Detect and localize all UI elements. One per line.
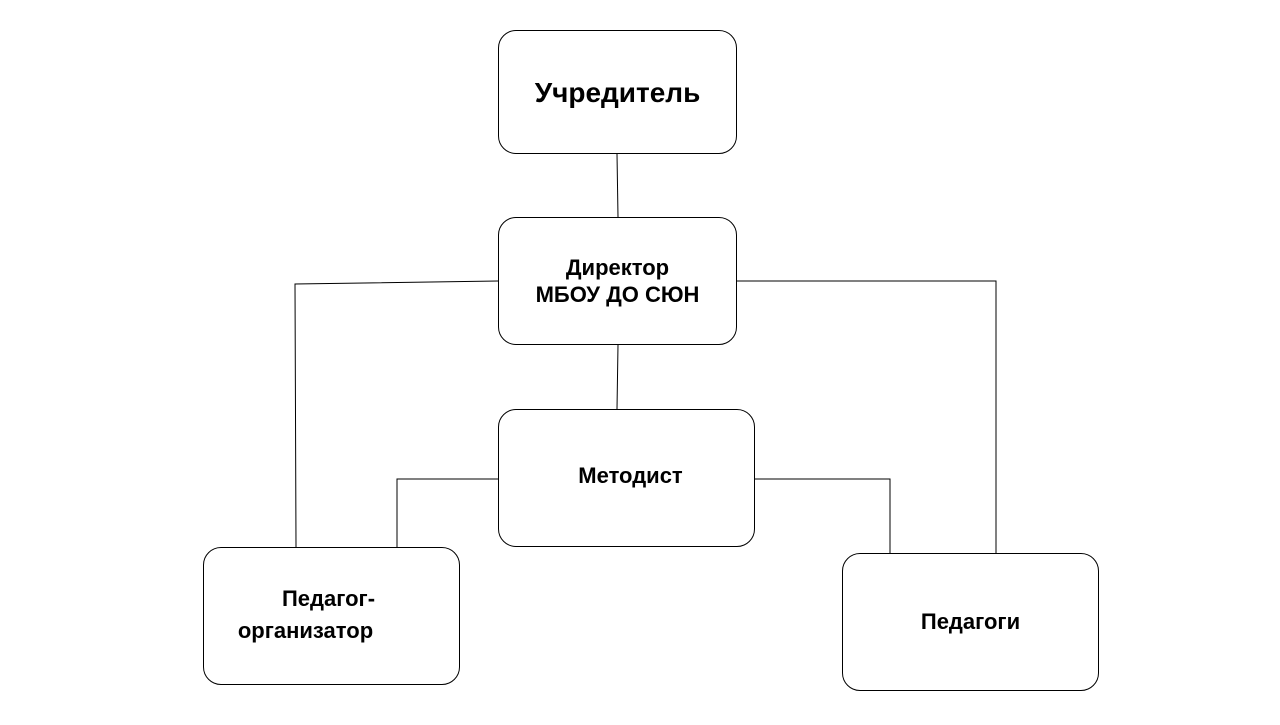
connector-methodist-organizer <box>396 478 498 547</box>
founder-label: Учредитель <box>534 76 701 108</box>
organizer-label-line1: Педагог- <box>281 585 376 611</box>
director-box: Директор МБОУ ДО СЮН <box>498 217 737 345</box>
connector-director-teachers <box>737 280 997 553</box>
connector-founder-director <box>616 153 619 218</box>
founder-box: Учредитель <box>498 30 737 154</box>
connector-methodist-teachers <box>755 478 891 553</box>
methodist-label: Методист <box>578 463 683 489</box>
director-label-line1: Директор <box>565 254 670 280</box>
organizer-label-line2: организатор <box>237 618 374 643</box>
teachers-label: Педагоги <box>920 609 1021 635</box>
director-label-line2: МБОУ ДО СЮН <box>535 282 700 307</box>
organizer-box: Педагог- организатор <box>203 547 460 685</box>
teachers-box: Педагоги <box>842 553 1099 691</box>
methodist-box: Методист <box>498 409 755 547</box>
connector-director-organizer <box>294 280 499 548</box>
connector-director-methodist <box>616 344 619 410</box>
